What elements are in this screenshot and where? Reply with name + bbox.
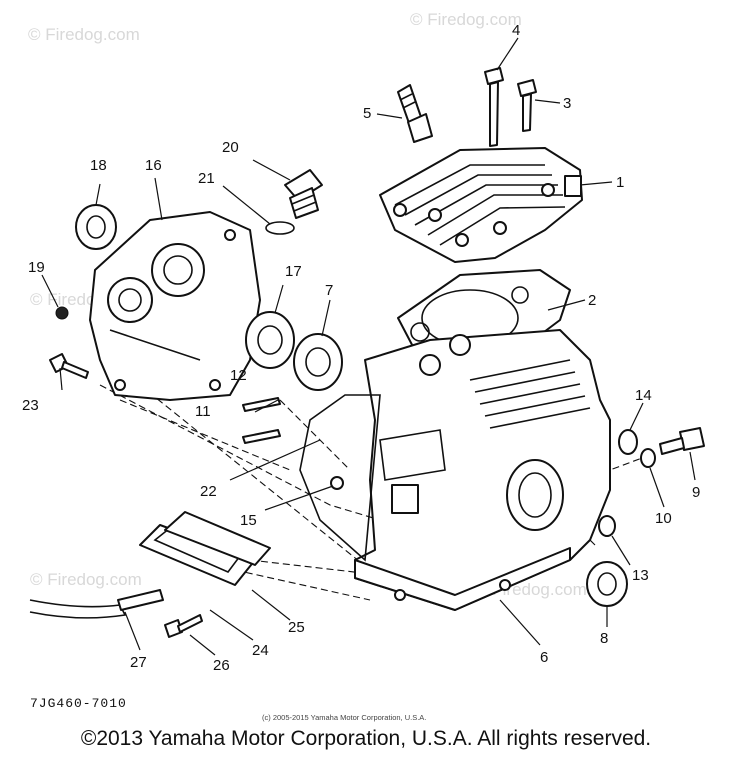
bearing-7 [293, 333, 343, 391]
dowel-pin-11 [242, 429, 281, 444]
oil-seal-cover [75, 204, 117, 250]
plug-19 [55, 306, 69, 320]
breather-tube [117, 589, 164, 611]
watermark-bottom-left: © Firedog.com [30, 570, 142, 589]
callout-19: 19 [28, 259, 45, 276]
head-bolt-long [484, 67, 504, 147]
callout-20: 20 [222, 139, 239, 156]
callout-16: 16 [145, 157, 162, 174]
callout-27: 27 [130, 654, 147, 671]
callout-21: 21 [198, 170, 215, 187]
watermark-top-left: © Firedog.com [28, 25, 140, 44]
callout-4: 4 [512, 22, 520, 39]
callout-9: 9 [692, 484, 700, 501]
oil-filler-cap [284, 169, 323, 219]
callout-11: 11 [195, 403, 211, 420]
footer-copyright: ©2013 Yamaha Motor Corporation, U.S.A. A… [80, 727, 652, 750]
head-bolt-short [517, 79, 537, 132]
callout-14: 14 [635, 387, 652, 404]
callout-26: 26 [213, 657, 230, 674]
callout-5: 5 [363, 105, 371, 122]
leader-lines [41, 37, 696, 656]
cylinder-head [379, 147, 583, 263]
bolt-23 [49, 353, 89, 379]
callout-3: 3 [563, 95, 571, 112]
spark-plug [397, 84, 433, 143]
drain-bolt-9 [659, 427, 705, 455]
plug-14 [618, 429, 638, 455]
callout-18: 18 [90, 157, 107, 174]
callout-15: 15 [240, 512, 257, 529]
callout-12: 12 [230, 367, 247, 384]
callout-24: 24 [252, 642, 269, 659]
callout-10: 10 [655, 510, 672, 527]
bearing-17 [245, 311, 295, 369]
plug-13 [598, 515, 616, 537]
crankcase-gasket [299, 394, 381, 562]
callout-17: 17 [285, 263, 302, 280]
bolt-26 [164, 614, 203, 638]
breather-hose [29, 599, 127, 619]
callout-22: 22 [200, 483, 217, 500]
watermark-top-right: © Firedog.com [410, 10, 522, 29]
oil-seal-8 [586, 561, 628, 607]
callout-13: 13 [632, 567, 649, 584]
callout-23: 23 [22, 397, 39, 414]
callout-25: 25 [288, 619, 305, 636]
callout-7: 7 [325, 282, 333, 299]
callout-6: 6 [540, 649, 548, 666]
dowel-pin-12 [242, 397, 281, 412]
small-copyright: (c) 2005-2015 Yamaha Motor Corporation, … [262, 713, 426, 722]
dowel-pin-15 [330, 476, 344, 490]
callout-1: 1 [616, 174, 624, 191]
crankcase-block [354, 329, 611, 611]
callout-2: 2 [588, 292, 596, 309]
diagram-code: 7JG460-7010 [30, 696, 127, 711]
washer-10 [640, 448, 656, 468]
o-ring [265, 221, 295, 235]
crankcase-cover [89, 211, 261, 401]
breather-gasket [164, 511, 271, 566]
callout-8: 8 [600, 630, 608, 647]
